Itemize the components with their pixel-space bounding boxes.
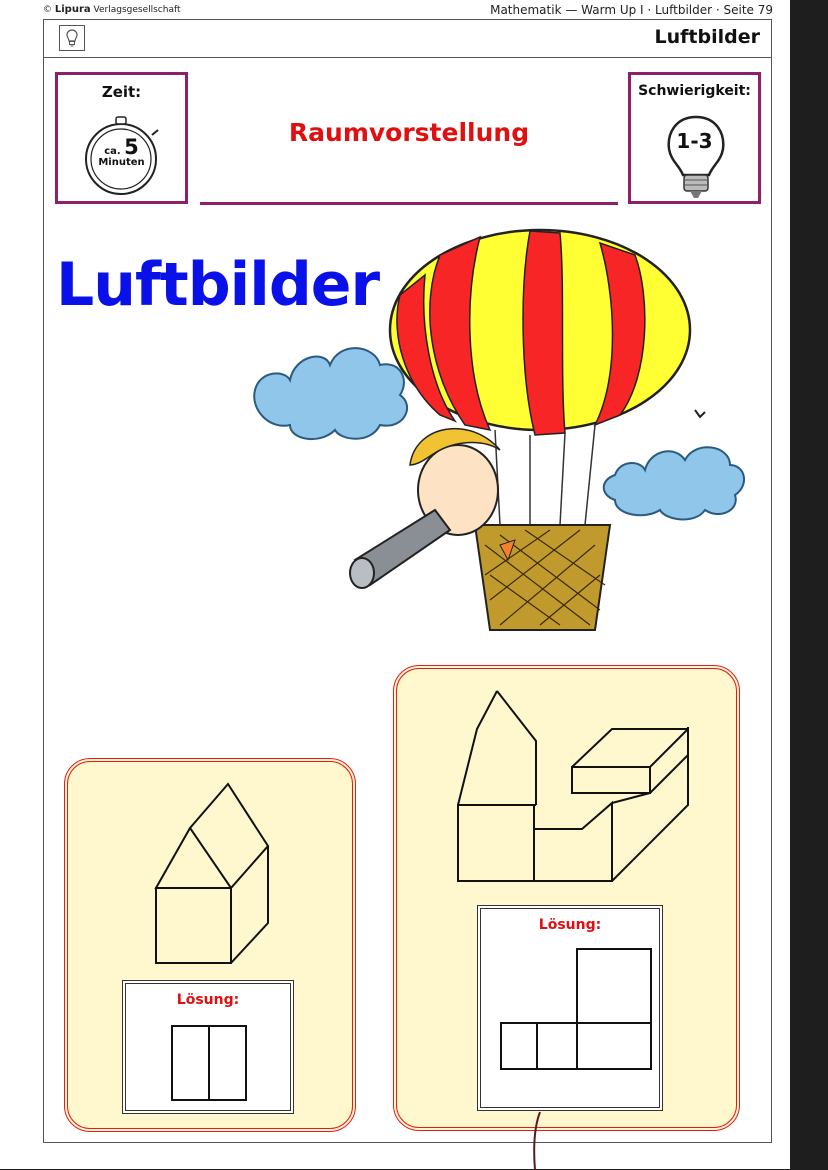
worksheet-page: © Lipura Verlagsgesellschaft Mathematik … [0, 0, 790, 1170]
page-title: Luftbilder [654, 26, 760, 48]
solution-label: Lösung: [538, 917, 602, 933]
subject-heading: Raumvorstellung [288, 118, 530, 147]
difficulty-label: Schwierigkeit: [638, 83, 751, 99]
house-3d-figure [154, 782, 270, 964]
breadcrumb: Mathematik — Warm Up I · Luftbilder · Se… [490, 3, 773, 17]
time-label: Zeit: [101, 83, 142, 101]
difficulty-value: 1-3 [676, 129, 713, 153]
time-prefix: ca. [104, 146, 121, 157]
exercise-card-building: Lösung: [393, 665, 740, 1131]
main-title: Luftbilder [56, 250, 380, 320]
cloud-left-icon [253, 347, 409, 441]
lightbulb-icon [667, 115, 725, 198]
exercise-card-house: Lösung: [64, 758, 356, 1132]
balloon-envelope [388, 228, 692, 436]
bird-icon [694, 409, 706, 419]
solution-label: Lösung: [176, 992, 240, 1008]
page-header: © Lipura Verlagsgesellschaft Mathematik … [43, 3, 773, 17]
balloon-illustration [253, 228, 745, 631]
subject-underline [200, 202, 618, 205]
difficulty-box: Schwierigkeit: 1-3 [628, 72, 761, 204]
stopwatch-icon [85, 116, 159, 195]
time-box: Zeit: ca. 5 Minuten [55, 72, 188, 204]
publisher-suffix: Verlagsgesellschaft [93, 5, 181, 15]
publisher-brand: © Lipura Verlagsgesellschaft [43, 4, 181, 15]
basket-icon [473, 524, 612, 631]
top-view-figure [500, 948, 652, 1070]
building-3d-figure [457, 690, 689, 882]
telescope-icon [349, 508, 452, 589]
top-view-figure [171, 1025, 247, 1101]
solution-box: Lösung: [122, 980, 294, 1114]
page-frame [43, 19, 772, 1143]
solution-box: Lösung: [477, 905, 663, 1111]
cloud-right-icon [602, 446, 745, 521]
time-unit: Minuten [98, 157, 145, 168]
pen-scribble [533, 1111, 541, 1170]
publisher-name: Lipura [54, 4, 91, 15]
time-value: 5 [124, 135, 139, 159]
bulb-outline-icon [59, 25, 85, 51]
copyright-symbol: © [43, 5, 52, 15]
title-bar: Luftbilder [43, 19, 772, 58]
balloon-ropes [494, 424, 596, 526]
